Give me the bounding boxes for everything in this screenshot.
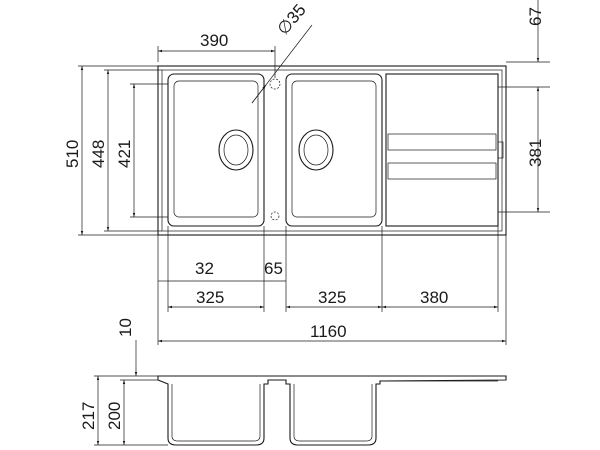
dim-421: 421 [115,140,134,168]
sink-outline [157,65,507,236]
drain-left [218,129,254,171]
bowl-left [167,73,265,227]
side-profile [157,375,507,446]
dim-448: 448 [89,140,108,168]
dim-67: 67 [526,7,545,26]
drainer-rib-lower [387,162,497,180]
bowl-right [285,73,383,227]
bowl-right-inner [291,80,377,218]
drain-right [298,129,334,171]
dim-381: 381 [526,139,545,167]
dim-32: 32 [195,259,214,278]
dim-325-right: 325 [318,288,346,307]
drainer-rib-upper [387,133,497,151]
sink-side-view [157,375,507,446]
dim-10: 10 [116,318,135,337]
sink-top-view [157,65,507,236]
bowl-left-inner [173,80,259,218]
dim-1160: 1160 [310,322,347,341]
dim-217: 217 [79,402,98,430]
dim-325-left: 325 [196,288,224,307]
tap-hole-bottom [270,211,280,221]
sink-rim [161,69,503,232]
dim-510: 510 [63,140,82,168]
dim-380: 380 [420,288,448,307]
dim-200: 200 [105,402,124,430]
dim-65: 65 [264,259,283,278]
tap-hole-top [269,78,281,90]
dim-hole-diameter: ∅35 [274,1,310,39]
dim-390: 390 [200,31,228,50]
overflow-slot [497,141,504,159]
